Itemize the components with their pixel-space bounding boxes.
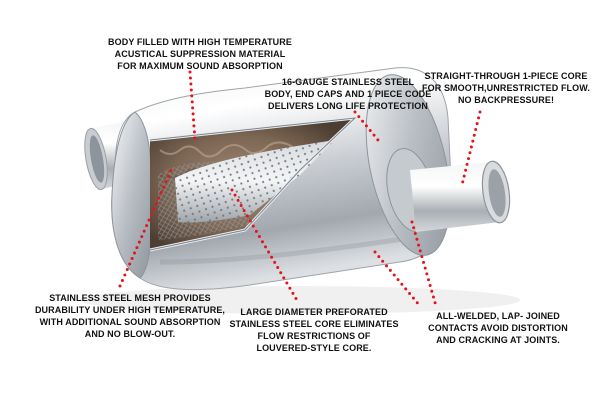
callout-body-fill-line-1: BODY FILLED WITH HIGH TEMPERATURE (108, 37, 292, 47)
leader-straight-core (460, 110, 482, 187)
callout-welded-line-2: CONTACTS AVOID DISTORTION (428, 323, 568, 333)
leader-welded (373, 250, 422, 308)
leader-steel-mesh (118, 166, 174, 288)
callout-welded: ALL-WELDED, LAP- JOINED CONTACTS AVOID D… (418, 310, 578, 346)
callout-gauge-steel: 16-GAUGE STAINLESS STEEL BODY, END CAPS … (258, 76, 438, 112)
callout-gauge-steel-line-2: BODY, END CAPS AND 1 PIECE CODE (264, 89, 432, 99)
callout-steel-mesh-line-4: AND NO BLOW-OUT. (84, 329, 176, 339)
callout-straight-core-line-1: STRAIGHT-THROUGH 1-PIECE CORE (424, 71, 588, 81)
leader-welded-2 (410, 220, 438, 308)
callout-straight-core-line-2: FOR SMOOTH,UNRESTRICTED FLOW. (422, 83, 590, 93)
callout-perforated-core-line-2: STAINLESS STEEL CORE ELIMINATES (229, 319, 399, 329)
leader-gauge-steel (353, 110, 380, 142)
callout-gauge-steel-line-1: 16-GAUGE STAINLESS STEEL (281, 77, 415, 87)
callout-gauge-steel-line-3: DELIVERS LONG LIFE PROTECTION (268, 101, 428, 111)
leader-lines (118, 70, 482, 308)
body-lowlight (159, 232, 431, 265)
callout-perforated-core: LARGE DIAMETER PREFORATED STAINLESS STEE… (228, 306, 400, 354)
outlet-pipe (410, 160, 511, 232)
callout-welded-line-1: ALL-WELDED, LAP- JOINED (436, 311, 560, 321)
callout-perforated-core-line-1: LARGE DIAMETER PREFORATED (240, 307, 388, 317)
leader-body-fill (188, 70, 197, 142)
callout-steel-mesh-line-3: WITH ADDITIONAL SOUND ABSORPTION (39, 317, 221, 327)
callout-steel-mesh: STAINLESS STEEL MESH PROVIDES DURABILITY… (30, 292, 230, 340)
cutaway-section (149, 116, 360, 252)
callout-steel-mesh-line-2: DURABILITY UNDER HIGH TEMPERATURE, (34, 305, 226, 315)
callout-body-fill: BODY FILLED WITH HIGH TEMPERATURE ACUSTI… (100, 36, 300, 72)
callout-body-fill-line-3: FOR MAXIMUM SOUND ABSORPTION (117, 61, 283, 71)
callout-steel-mesh-line-1: STAINLESS STEEL MESH PROVIDES (49, 293, 211, 303)
callout-welded-line-3: AND CRACKING AT JOINTS. (436, 335, 560, 345)
callout-straight-core-line-3: NO BACKPRESSURE! (457, 95, 555, 105)
callout-body-fill-line-2: ACUSTICAL SUPPRESSION MATERIAL (114, 49, 286, 59)
callout-perforated-core-line-4: LOUVERED-STYLE CORE. (256, 343, 372, 353)
callout-straight-core: STRAIGHT-THROUGH 1-PIECE CORE FOR SMOOTH… (420, 70, 592, 106)
callout-perforated-core-line-3: FLOW RESTRICTIONS OF (257, 331, 371, 341)
leader-perforated-core (230, 188, 300, 304)
